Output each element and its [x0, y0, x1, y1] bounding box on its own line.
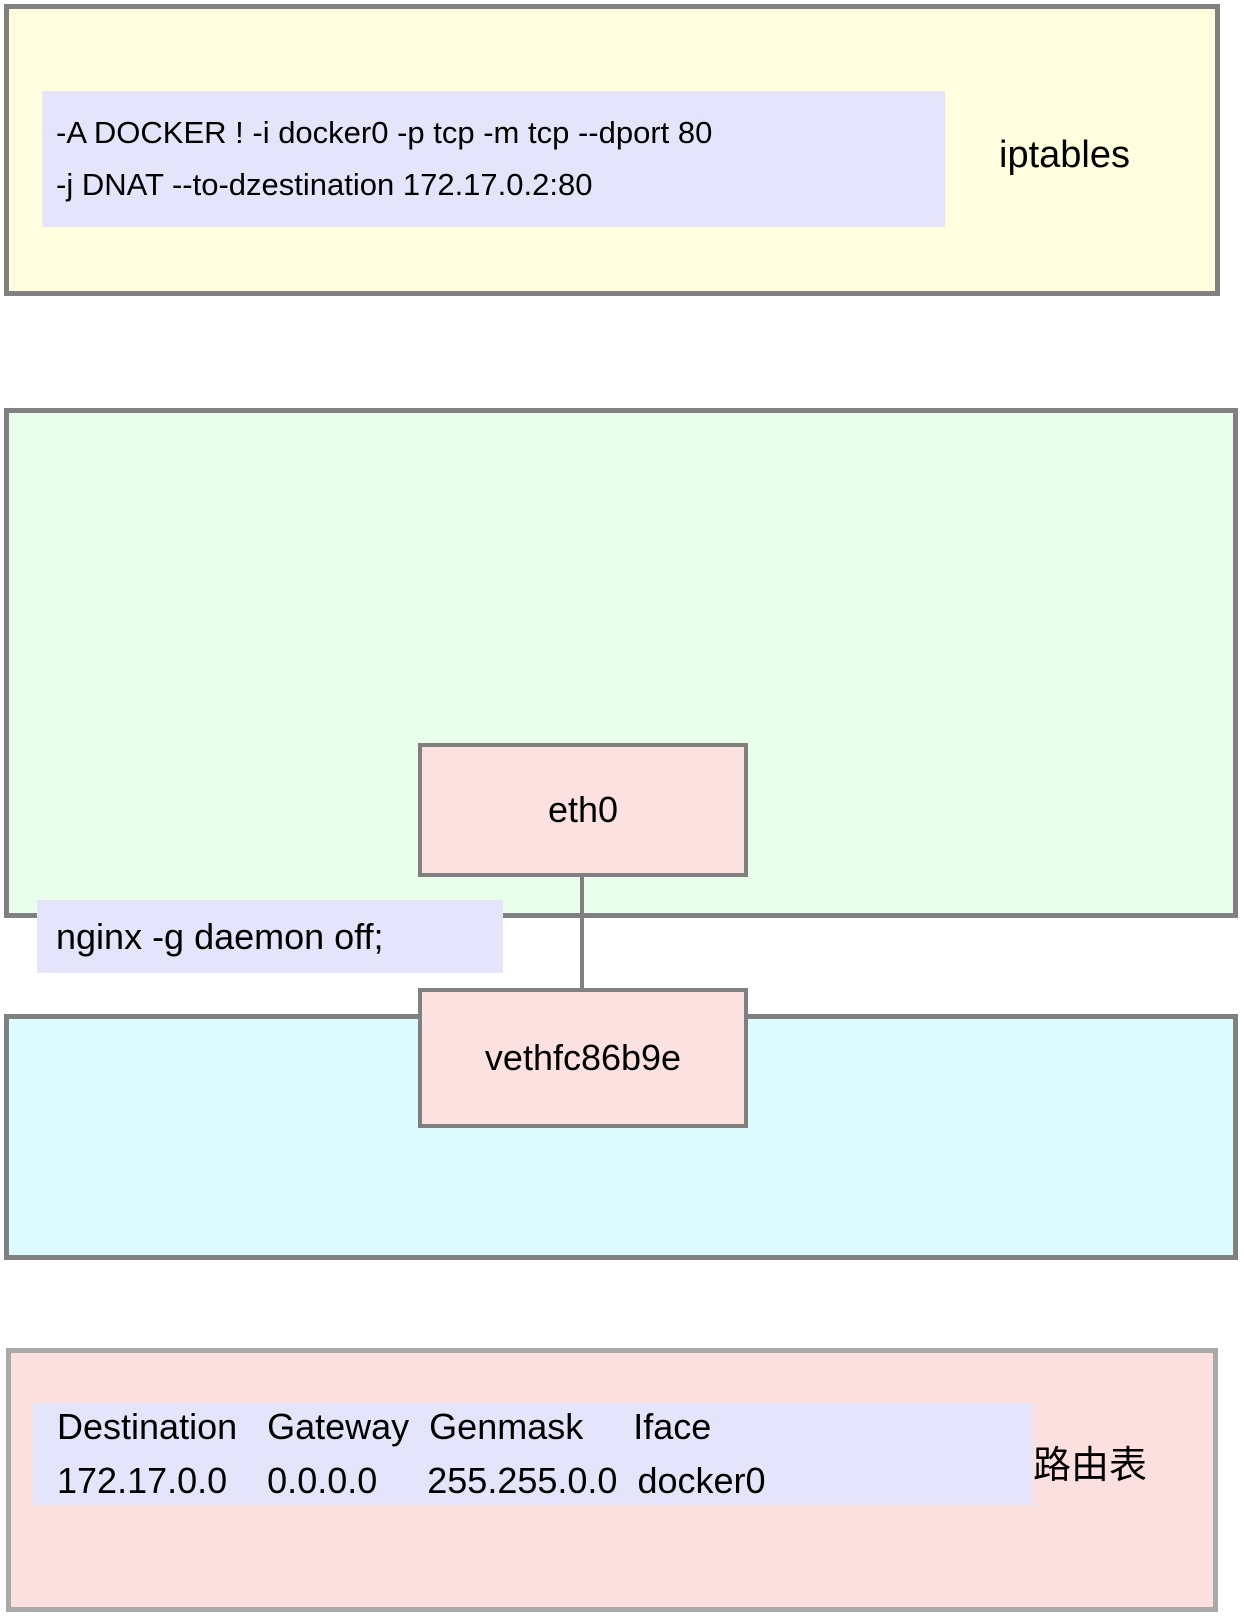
routing-table-section: Destination Gateway Genmask Iface 172.17…	[6, 1348, 1218, 1612]
iptables-rule-line-2: -j DNAT --to-dzestination 172.17.0.2:80	[56, 167, 593, 202]
routing-table-data-row: 172.17.0.0 0.0.0.0 255.255.0.0 docker0	[57, 1460, 766, 1501]
eth0-interface-label: eth0	[547, 789, 619, 830]
veth-interface-box: vethfc86b9e	[418, 988, 748, 1128]
eth0-veth-connector-line	[580, 877, 584, 989]
veth-interface-label: vethfc86b9e	[484, 1037, 682, 1078]
nginx-command-text: nginx -g daemon off;	[56, 915, 384, 957]
nginx-command-panel: nginx -g daemon off;	[37, 900, 503, 973]
routing-table-panel: Destination Gateway Genmask Iface 172.17…	[33, 1403, 1033, 1505]
iptables-section: -A DOCKER ! -i docker0 -p tcp -m tcp --d…	[4, 4, 1220, 296]
routing-table-label: 路由表	[1033, 1445, 1148, 1487]
iptables-rule-panel: -A DOCKER ! -i docker0 -p tcp -m tcp --d…	[42, 91, 945, 227]
iptables-rule-line-1: -A DOCKER ! -i docker0 -p tcp -m tcp --d…	[56, 115, 713, 150]
eth0-interface-box: eth0	[418, 743, 748, 877]
routing-table-header-row: Destination Gateway Genmask Iface	[57, 1406, 712, 1447]
iptables-section-label: iptables	[999, 134, 1130, 176]
